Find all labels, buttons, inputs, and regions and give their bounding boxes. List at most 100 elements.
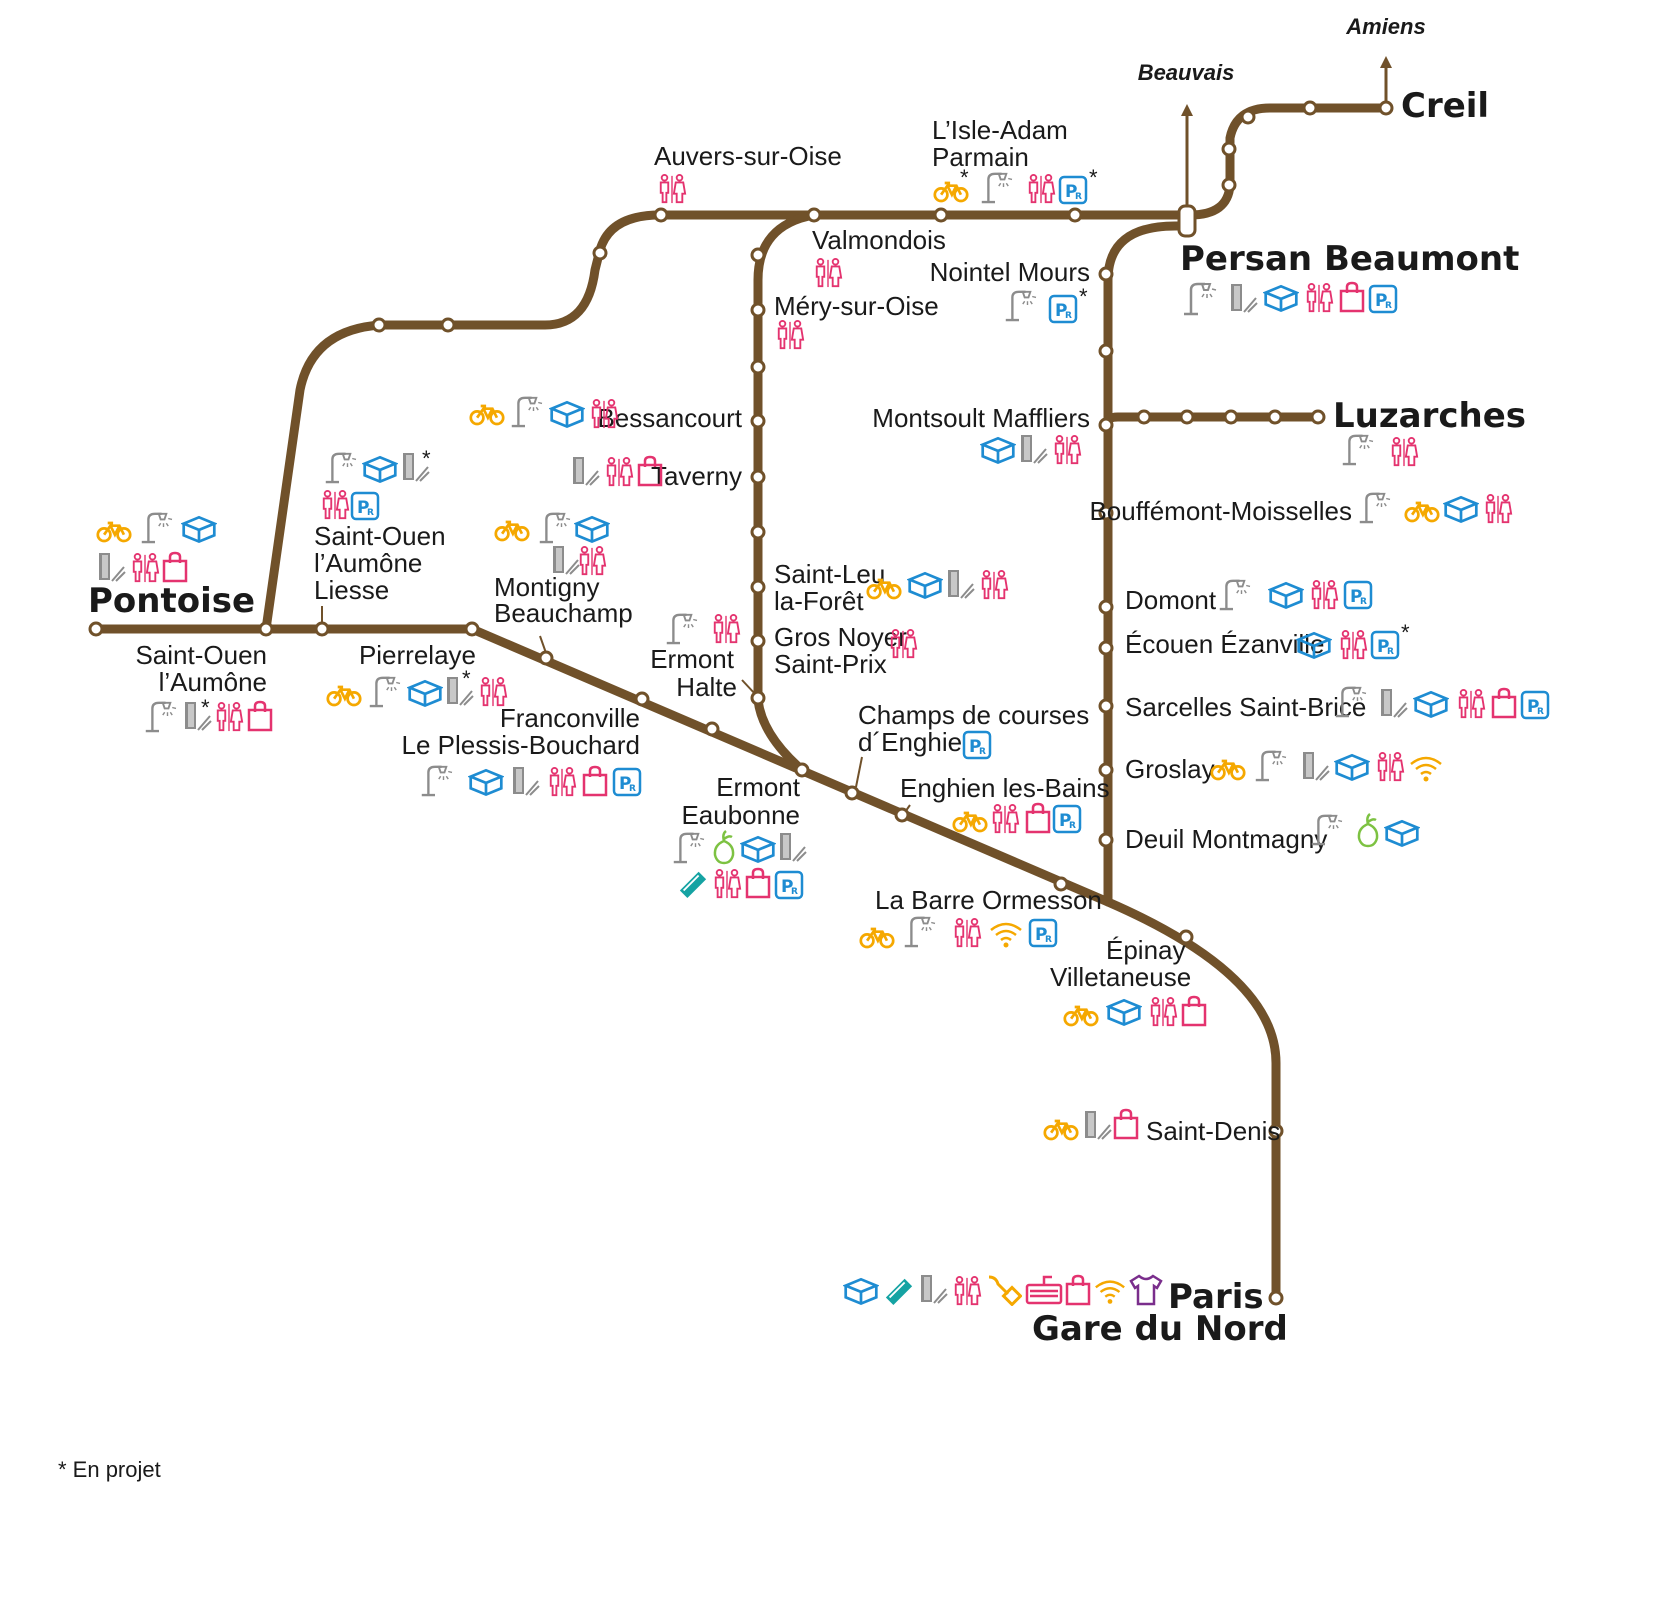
stop-isle-adam[interactable] (933, 207, 949, 223)
stop-luzarches[interactable] (1310, 409, 1326, 425)
plant-icon (713, 829, 735, 865)
stop-viarmes-d[interactable] (1267, 409, 1283, 425)
wc-icon (132, 553, 160, 583)
stop-osny-b[interactable] (440, 317, 456, 333)
wc-icon (981, 570, 1009, 600)
wc-icon (606, 457, 634, 487)
station-montsoult: Montsoult Maffliers (872, 403, 1090, 433)
stop-bouffemont[interactable] (1098, 505, 1114, 521)
stop-champs-de-courses[interactable] (844, 785, 860, 801)
stop-cernay[interactable] (704, 721, 720, 737)
stop-mery[interactable] (750, 302, 766, 318)
wc-icon (713, 614, 741, 644)
box-icon (550, 400, 584, 429)
stop-viarmes-b[interactable] (1179, 409, 1195, 425)
box-icon (741, 835, 775, 864)
wc-icon (216, 702, 244, 732)
bike-icon (1404, 501, 1440, 523)
door-icon (98, 552, 126, 582)
stop-deuil[interactable] (1098, 832, 1114, 848)
stop-epinay[interactable] (1178, 929, 1194, 945)
track-pontoise-persan (261, 210, 1195, 634)
stop-saint-ouen-laumone[interactable] (258, 621, 274, 637)
box-icon (1269, 581, 1303, 610)
stop-domont[interactable] (1098, 599, 1114, 615)
stop-ecouen[interactable] (1098, 640, 1114, 656)
parking-icon (774, 870, 804, 900)
station-auvers: Auvers-sur-Oise (654, 141, 842, 171)
stop-saint-denis[interactable] (1268, 1123, 1284, 1139)
stop-groslay[interactable] (1098, 762, 1114, 778)
stop-pontoise[interactable] (88, 621, 104, 637)
station-bouffemont: Bouffémont-Moisselles (1089, 496, 1352, 526)
stop-saint-ouen-liesse[interactable] (314, 621, 330, 637)
stop-valmondois-branch[interactable] (750, 247, 766, 263)
lamp-icon (1004, 290, 1038, 322)
station-la-barre: La Barre Ormesson (875, 885, 1102, 915)
bag-icon (1491, 687, 1517, 719)
box-icon (469, 768, 503, 797)
wc-icon (1150, 997, 1178, 1027)
station-marker-persan[interactable] (1177, 204, 1197, 238)
stop-montigny[interactable] (538, 650, 554, 666)
stop-paris-nord[interactable] (1268, 1290, 1284, 1306)
stop-presles[interactable] (1098, 343, 1114, 359)
stop-osny-a[interactable] (371, 317, 387, 333)
station-sol-2: l’Aumône (159, 667, 267, 697)
stop-franconville[interactable] (634, 691, 650, 707)
station-ermont-eaubonne-2: Eaubonne (681, 800, 800, 830)
lamp-icon (980, 172, 1014, 204)
stop-ermont-halte[interactable] (750, 690, 766, 706)
stop-bruyeres[interactable] (1221, 177, 1237, 193)
stop-viarmes-c[interactable] (1223, 409, 1239, 425)
lamp-icon (144, 701, 178, 733)
stop-bessancourt[interactable] (750, 413, 766, 429)
shirt-icon (1129, 1274, 1163, 1306)
stop-vaucelles[interactable] (750, 524, 766, 540)
wc-icon (1391, 437, 1419, 467)
lamp-icon (665, 613, 699, 645)
stop-montsoult[interactable] (1098, 417, 1114, 433)
box-icon (1414, 690, 1448, 719)
stop-nointel[interactable] (1098, 266, 1114, 282)
major-station-labels: Creil Persan Beaumont Luzarches Pontoise… (88, 86, 1526, 1349)
wc-icon (1306, 283, 1334, 313)
station-gros-noyer-1: Gros Noyer (774, 622, 907, 652)
parking-icon (1028, 918, 1058, 948)
box-icon (1264, 284, 1298, 313)
stop-precy[interactable] (1240, 109, 1256, 125)
stop-saint-leu[interactable] (750, 579, 766, 595)
stop-valmondois[interactable] (806, 207, 822, 223)
box-icon (1107, 998, 1141, 1027)
arrow-head-amiens (1380, 56, 1392, 68)
station-luzarches: Luzarches (1333, 396, 1526, 436)
stop-saint-leu-esserent[interactable] (1302, 100, 1318, 116)
stop-creil[interactable] (1378, 100, 1394, 116)
stop-gros-noyer[interactable] (750, 633, 766, 649)
bike-icon (1210, 759, 1246, 781)
stop-boran[interactable] (1221, 141, 1237, 157)
asterisk: * (960, 165, 969, 190)
station-sol-liesse-2: l’Aumône (314, 548, 422, 578)
stop-taverny[interactable] (750, 469, 766, 485)
box-icon (908, 571, 942, 600)
stop-sarcelles[interactable] (1098, 698, 1114, 714)
station-persan-beaumont: Persan Beaumont (1180, 239, 1519, 279)
stop-la-barre[interactable] (1053, 876, 1069, 892)
stop-champagne[interactable] (1067, 207, 1083, 223)
wifi-icon (1094, 1280, 1126, 1306)
stop-chaponval[interactable] (592, 245, 608, 261)
bike-icon (96, 521, 132, 543)
stop-auvers[interactable] (653, 207, 669, 223)
plug-icon (987, 1275, 1022, 1306)
parking-icon (1048, 294, 1078, 324)
stop-viarmes-a[interactable] (1136, 409, 1152, 425)
stop-ermont-eaubonne[interactable] (794, 762, 810, 778)
bag-icon (1113, 1108, 1139, 1140)
station-epinay-2: Villetaneuse (1050, 962, 1191, 992)
asterisk: * (1079, 284, 1088, 309)
stop-merieres[interactable] (750, 359, 766, 375)
stop-pierrelaye[interactable] (464, 621, 480, 637)
stop-enghien[interactable] (894, 807, 910, 823)
lamp-icon (368, 676, 402, 708)
